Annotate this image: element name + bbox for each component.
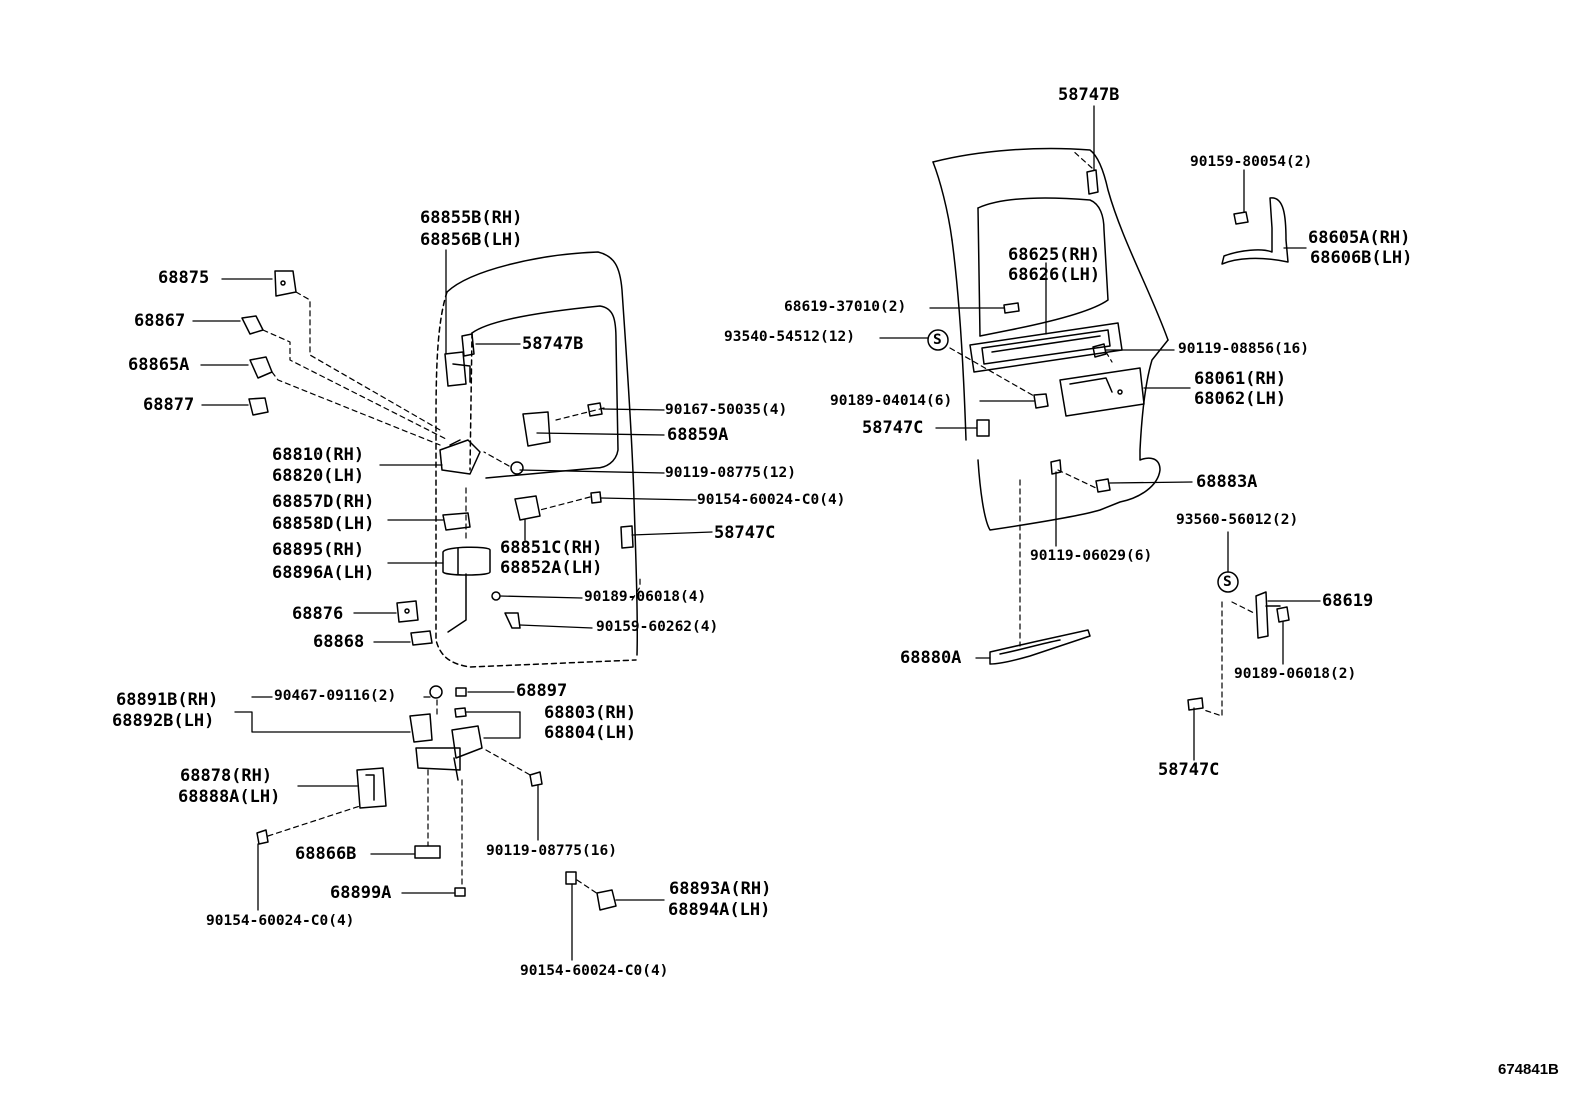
label-90467-09116: 90467-09116(2)	[274, 688, 397, 704]
left-leader-lines	[192, 249, 713, 961]
label-68878-rh: 68878(RH)	[180, 766, 273, 786]
label-68810-rh: 68810(RH)	[272, 445, 365, 465]
label-68888a-lh: 68888A(LH)	[178, 787, 281, 807]
label-90119-06029: 90119-06029(6)	[1030, 548, 1153, 564]
label-58747b-right: 58747B	[1058, 85, 1120, 105]
label-68899a: 68899A	[330, 883, 392, 903]
label-68876: 68876	[292, 604, 344, 624]
s-mark-1: S	[933, 332, 942, 348]
label-68895-rh: 68895(RH)	[272, 540, 365, 560]
label-58747c-mid: 58747C	[862, 418, 924, 438]
label-90119-08775-16: 90119-08775(16)	[486, 843, 617, 859]
label-68851c-rh: 68851C(RH)	[500, 538, 603, 558]
label-68605a-rh: 68605A(RH)	[1308, 228, 1411, 248]
label-68858d-lh: 68858D(LH)	[272, 514, 375, 534]
label-68891b-rh: 68891B(RH)	[116, 690, 219, 710]
left-dashed-guides	[262, 291, 641, 895]
label-90119-08775-12: 90119-08775(12)	[665, 465, 796, 481]
label-90154-60024-top: 90154-60024-C0(4)	[697, 492, 846, 508]
label-68856b-lh: 68856B(LH)	[420, 230, 523, 250]
label-93540-54512: 93540-54512(12)	[724, 329, 855, 345]
label-68619-37010: 68619-37010(2)	[784, 299, 907, 315]
label-68865a: 68865A	[128, 355, 190, 375]
label-68894a-lh: 68894A(LH)	[668, 900, 771, 920]
label-58747c-right: 58747C	[1158, 760, 1220, 780]
label-68880a: 68880A	[900, 648, 962, 668]
label-68820-lh: 68820(LH)	[272, 466, 365, 486]
label-68893a-rh: 68893A(RH)	[669, 879, 772, 899]
label-90159-80054: 90159-80054(2)	[1190, 154, 1313, 170]
label-90119-08856: 90119-08856(16)	[1178, 341, 1309, 357]
label-68896a-lh: 68896A(LH)	[272, 563, 375, 583]
label-68626-lh: 68626(LH)	[1008, 265, 1101, 285]
label-90167-50035: 90167-50035(4)	[665, 402, 788, 418]
right-leader-lines	[879, 105, 1321, 761]
right-door-outline	[932, 147, 1169, 531]
label-90154-60024-bc: 90154-60024-C0(4)	[520, 963, 669, 979]
label-90189-06018-4: 90189-06018(4)	[584, 589, 707, 605]
label-68606b-lh: 68606B(LH)	[1310, 248, 1413, 268]
right-parts	[927, 169, 1290, 711]
left-parts	[241, 270, 634, 646]
label-68857d-rh: 68857D(RH)	[272, 492, 375, 512]
label-68803-rh: 68803(RH)	[544, 703, 637, 723]
label-68866b: 68866B	[295, 844, 357, 864]
label-68875: 68875	[158, 268, 210, 288]
label-58747c-left: 58747C	[714, 523, 776, 543]
label-68625-rh: 68625(RH)	[1008, 245, 1101, 265]
label-90189-06018-2: 90189-06018(2)	[1234, 666, 1357, 682]
label-68804-lh: 68804(LH)	[544, 723, 637, 743]
label-90159-60262: 90159-60262(4)	[596, 619, 719, 635]
label-68061-rh: 68061(RH)	[1194, 369, 1287, 389]
label-93560-56012: 93560-56012(2)	[1176, 512, 1299, 528]
label-68897: 68897	[516, 681, 568, 701]
label-68877: 68877	[143, 395, 195, 415]
label-90154-60024-bl: 90154-60024-C0(4)	[206, 913, 355, 929]
label-90189-04014: 90189-04014(6)	[830, 393, 953, 409]
label-68619: 68619	[1322, 591, 1374, 611]
label-68868: 68868	[313, 632, 365, 652]
right-dashed-guides	[949, 149, 1257, 717]
left-door-outline	[435, 251, 639, 668]
left-hinge-parts	[256, 685, 617, 911]
label-58747b-left: 58747B	[522, 334, 584, 354]
label-68859a: 68859A	[667, 425, 729, 445]
label-68855b-rh: 68855B(RH)	[420, 208, 523, 228]
label-68852a-lh: 68852A(LH)	[500, 558, 603, 578]
label-68892b-lh: 68892B(LH)	[112, 711, 215, 731]
label-68883a: 68883A	[1196, 472, 1258, 492]
label-68867: 68867	[134, 311, 186, 331]
s-mark-2: S	[1223, 574, 1232, 590]
label-68062-lh: 68062(LH)	[1194, 389, 1287, 409]
figure-reference-id: 674841B	[1498, 1061, 1559, 1078]
